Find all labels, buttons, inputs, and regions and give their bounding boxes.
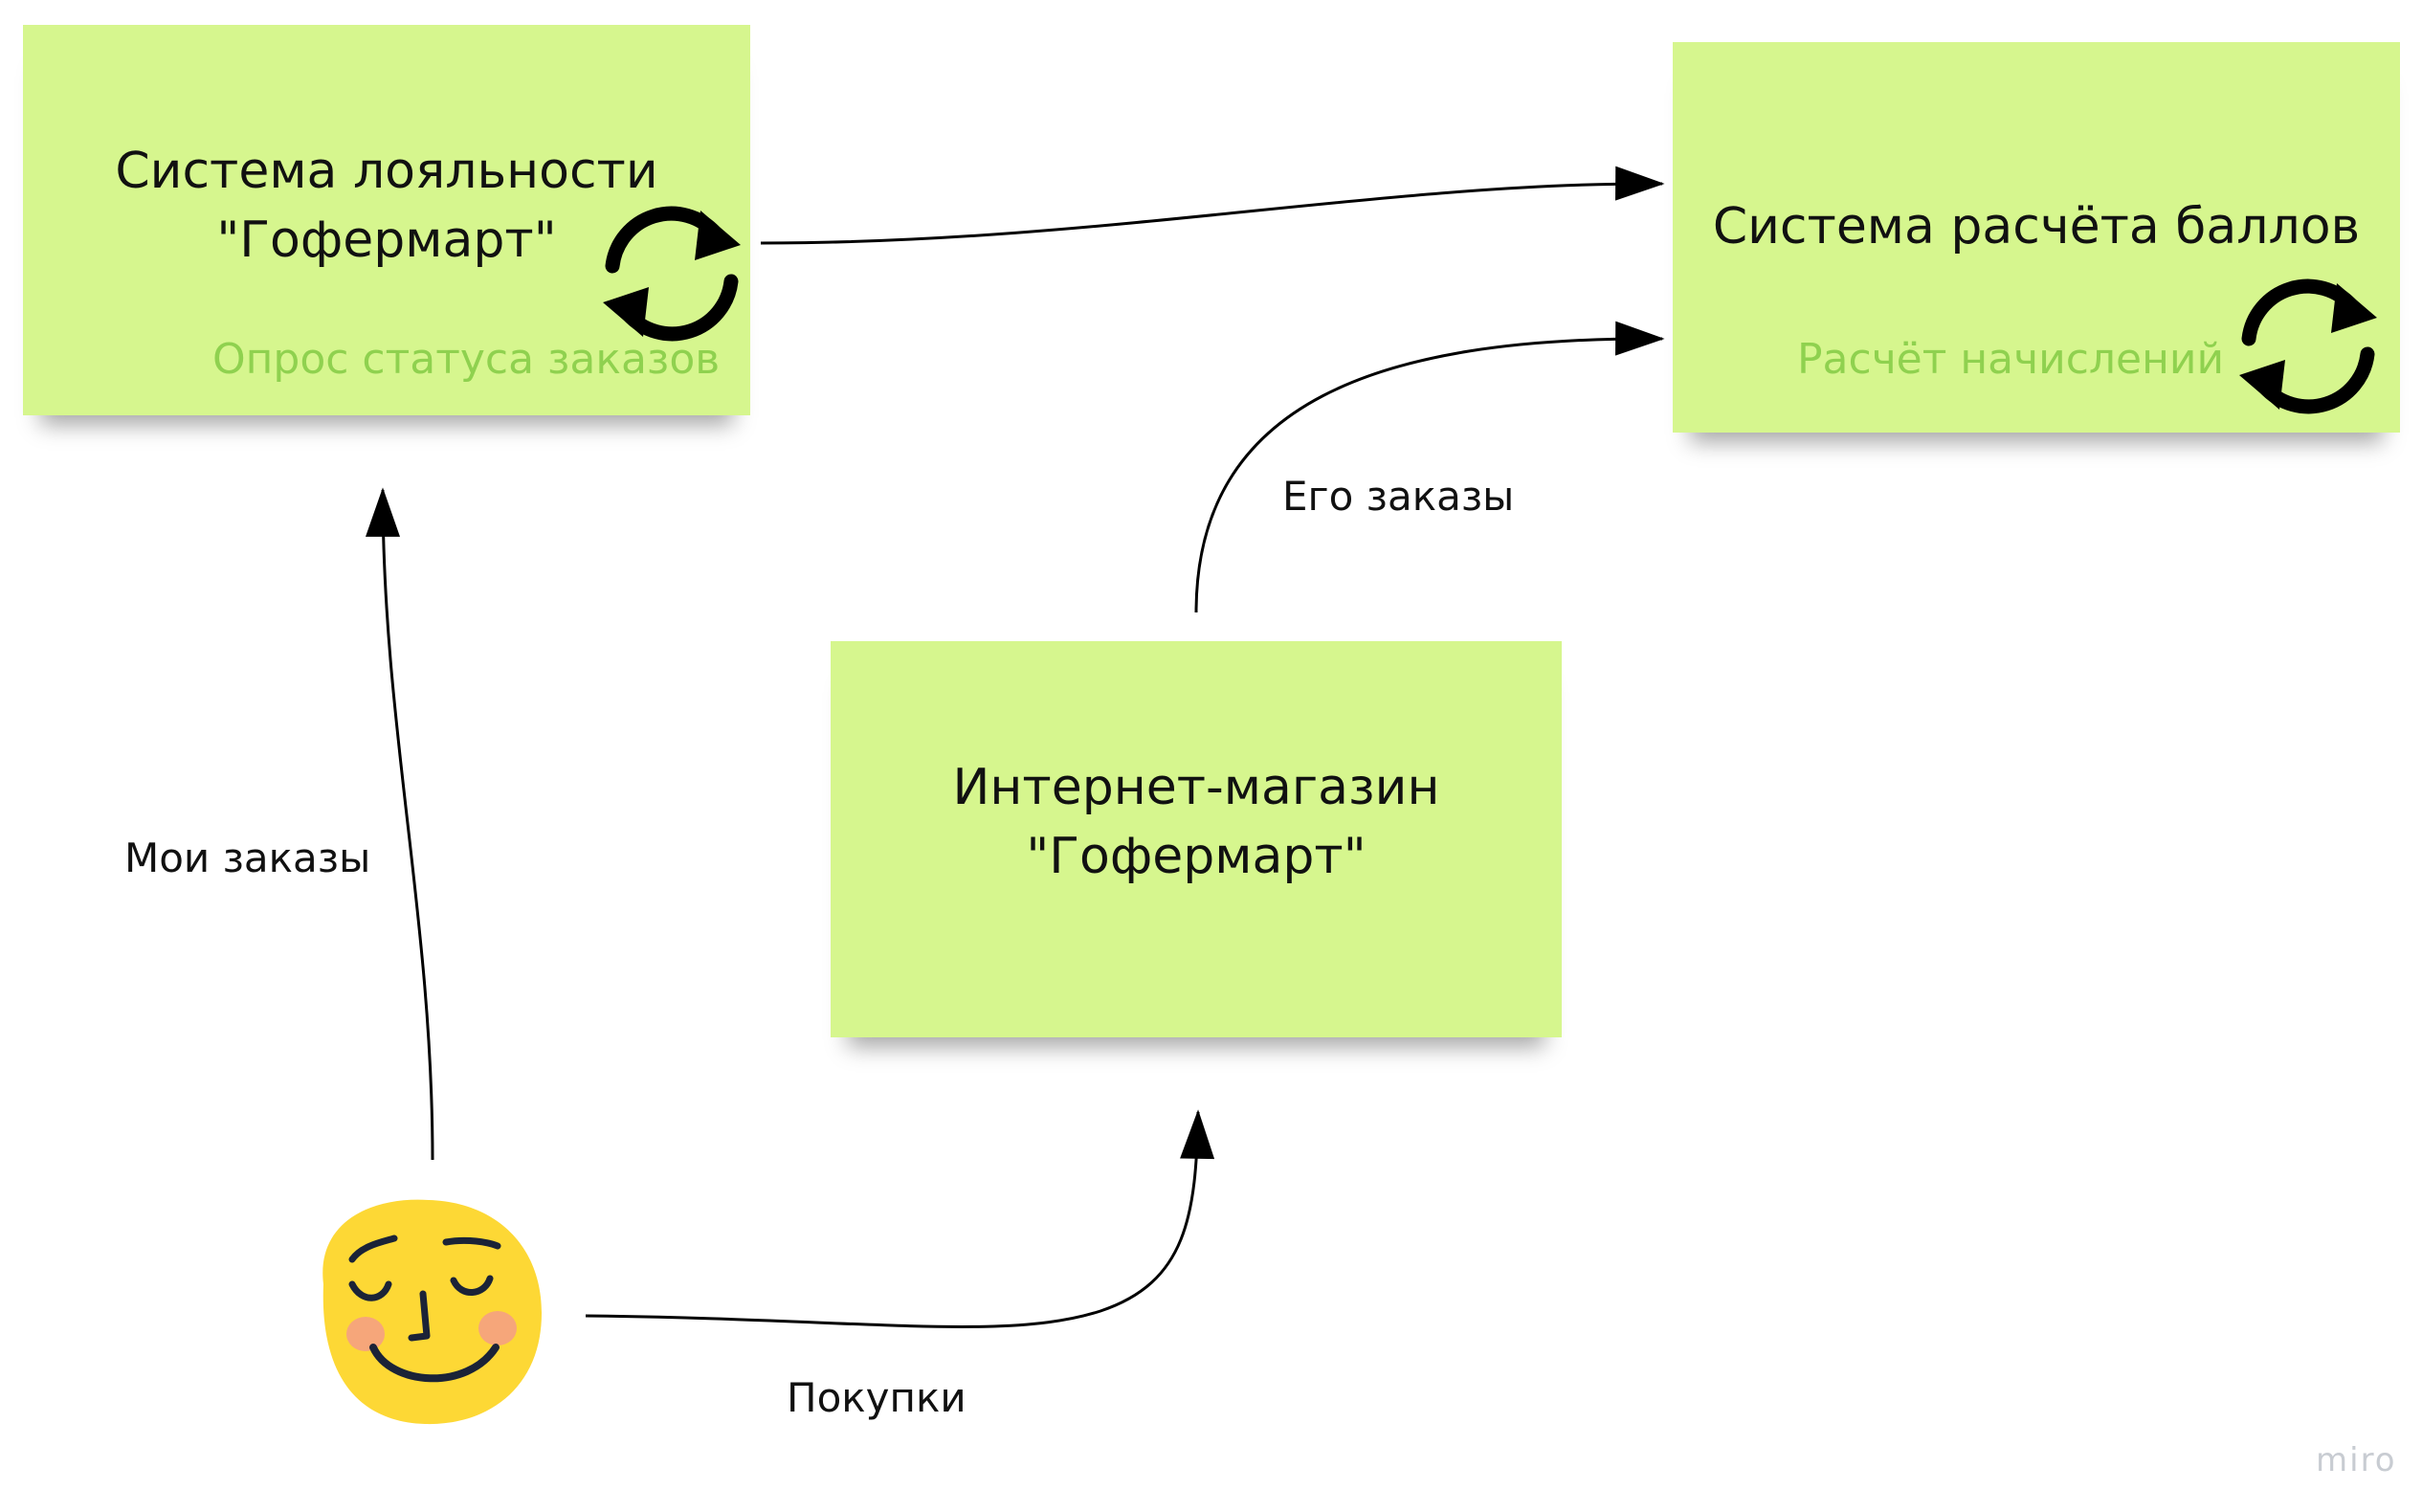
miro-watermark: miro <box>2316 1441 2397 1479</box>
points-subtitle: Расчёт начислений <box>1797 335 2225 384</box>
sticky-loyalty-system[interactable]: Система лояльности "Гофермарт" Опрос ста… <box>23 25 750 415</box>
arrow-shop-to-points[interactable] <box>1194 321 1665 613</box>
arrow-user-to-loyalty[interactable] <box>366 487 434 1161</box>
points-title: Система расчёта баллов <box>1712 198 2361 256</box>
shop-title: Интернет-магазин "Гофермарт" <box>831 754 1562 892</box>
points-refresh-icon <box>2239 278 2377 414</box>
arrow-user-to-shop[interactable] <box>585 1109 1215 1328</box>
sticky-online-shop[interactable]: Интернет-магазин "Гофермарт" <box>831 641 1562 1037</box>
arrow-loyalty-to-points[interactable] <box>760 166 1665 245</box>
loyalty-refresh-icon <box>603 206 741 342</box>
loyalty-title: Система лояльности "Гофермарт" <box>23 138 750 276</box>
label-his-orders: Его заказы <box>1282 473 1515 520</box>
loyalty-title-line1: Система лояльности <box>115 143 658 200</box>
shop-title-line1: Интернет-магазин <box>952 759 1440 816</box>
label-purchases: Покупки <box>787 1374 967 1421</box>
shop-title-line2: "Гофермарт" <box>1026 827 1367 885</box>
user-smiley-icon[interactable] <box>322 1199 542 1425</box>
loyalty-title-line2: "Гофермарт" <box>216 211 557 269</box>
label-my-orders: Мои заказы <box>124 834 371 881</box>
loyalty-subtitle: Опрос статуса заказов <box>212 335 721 384</box>
